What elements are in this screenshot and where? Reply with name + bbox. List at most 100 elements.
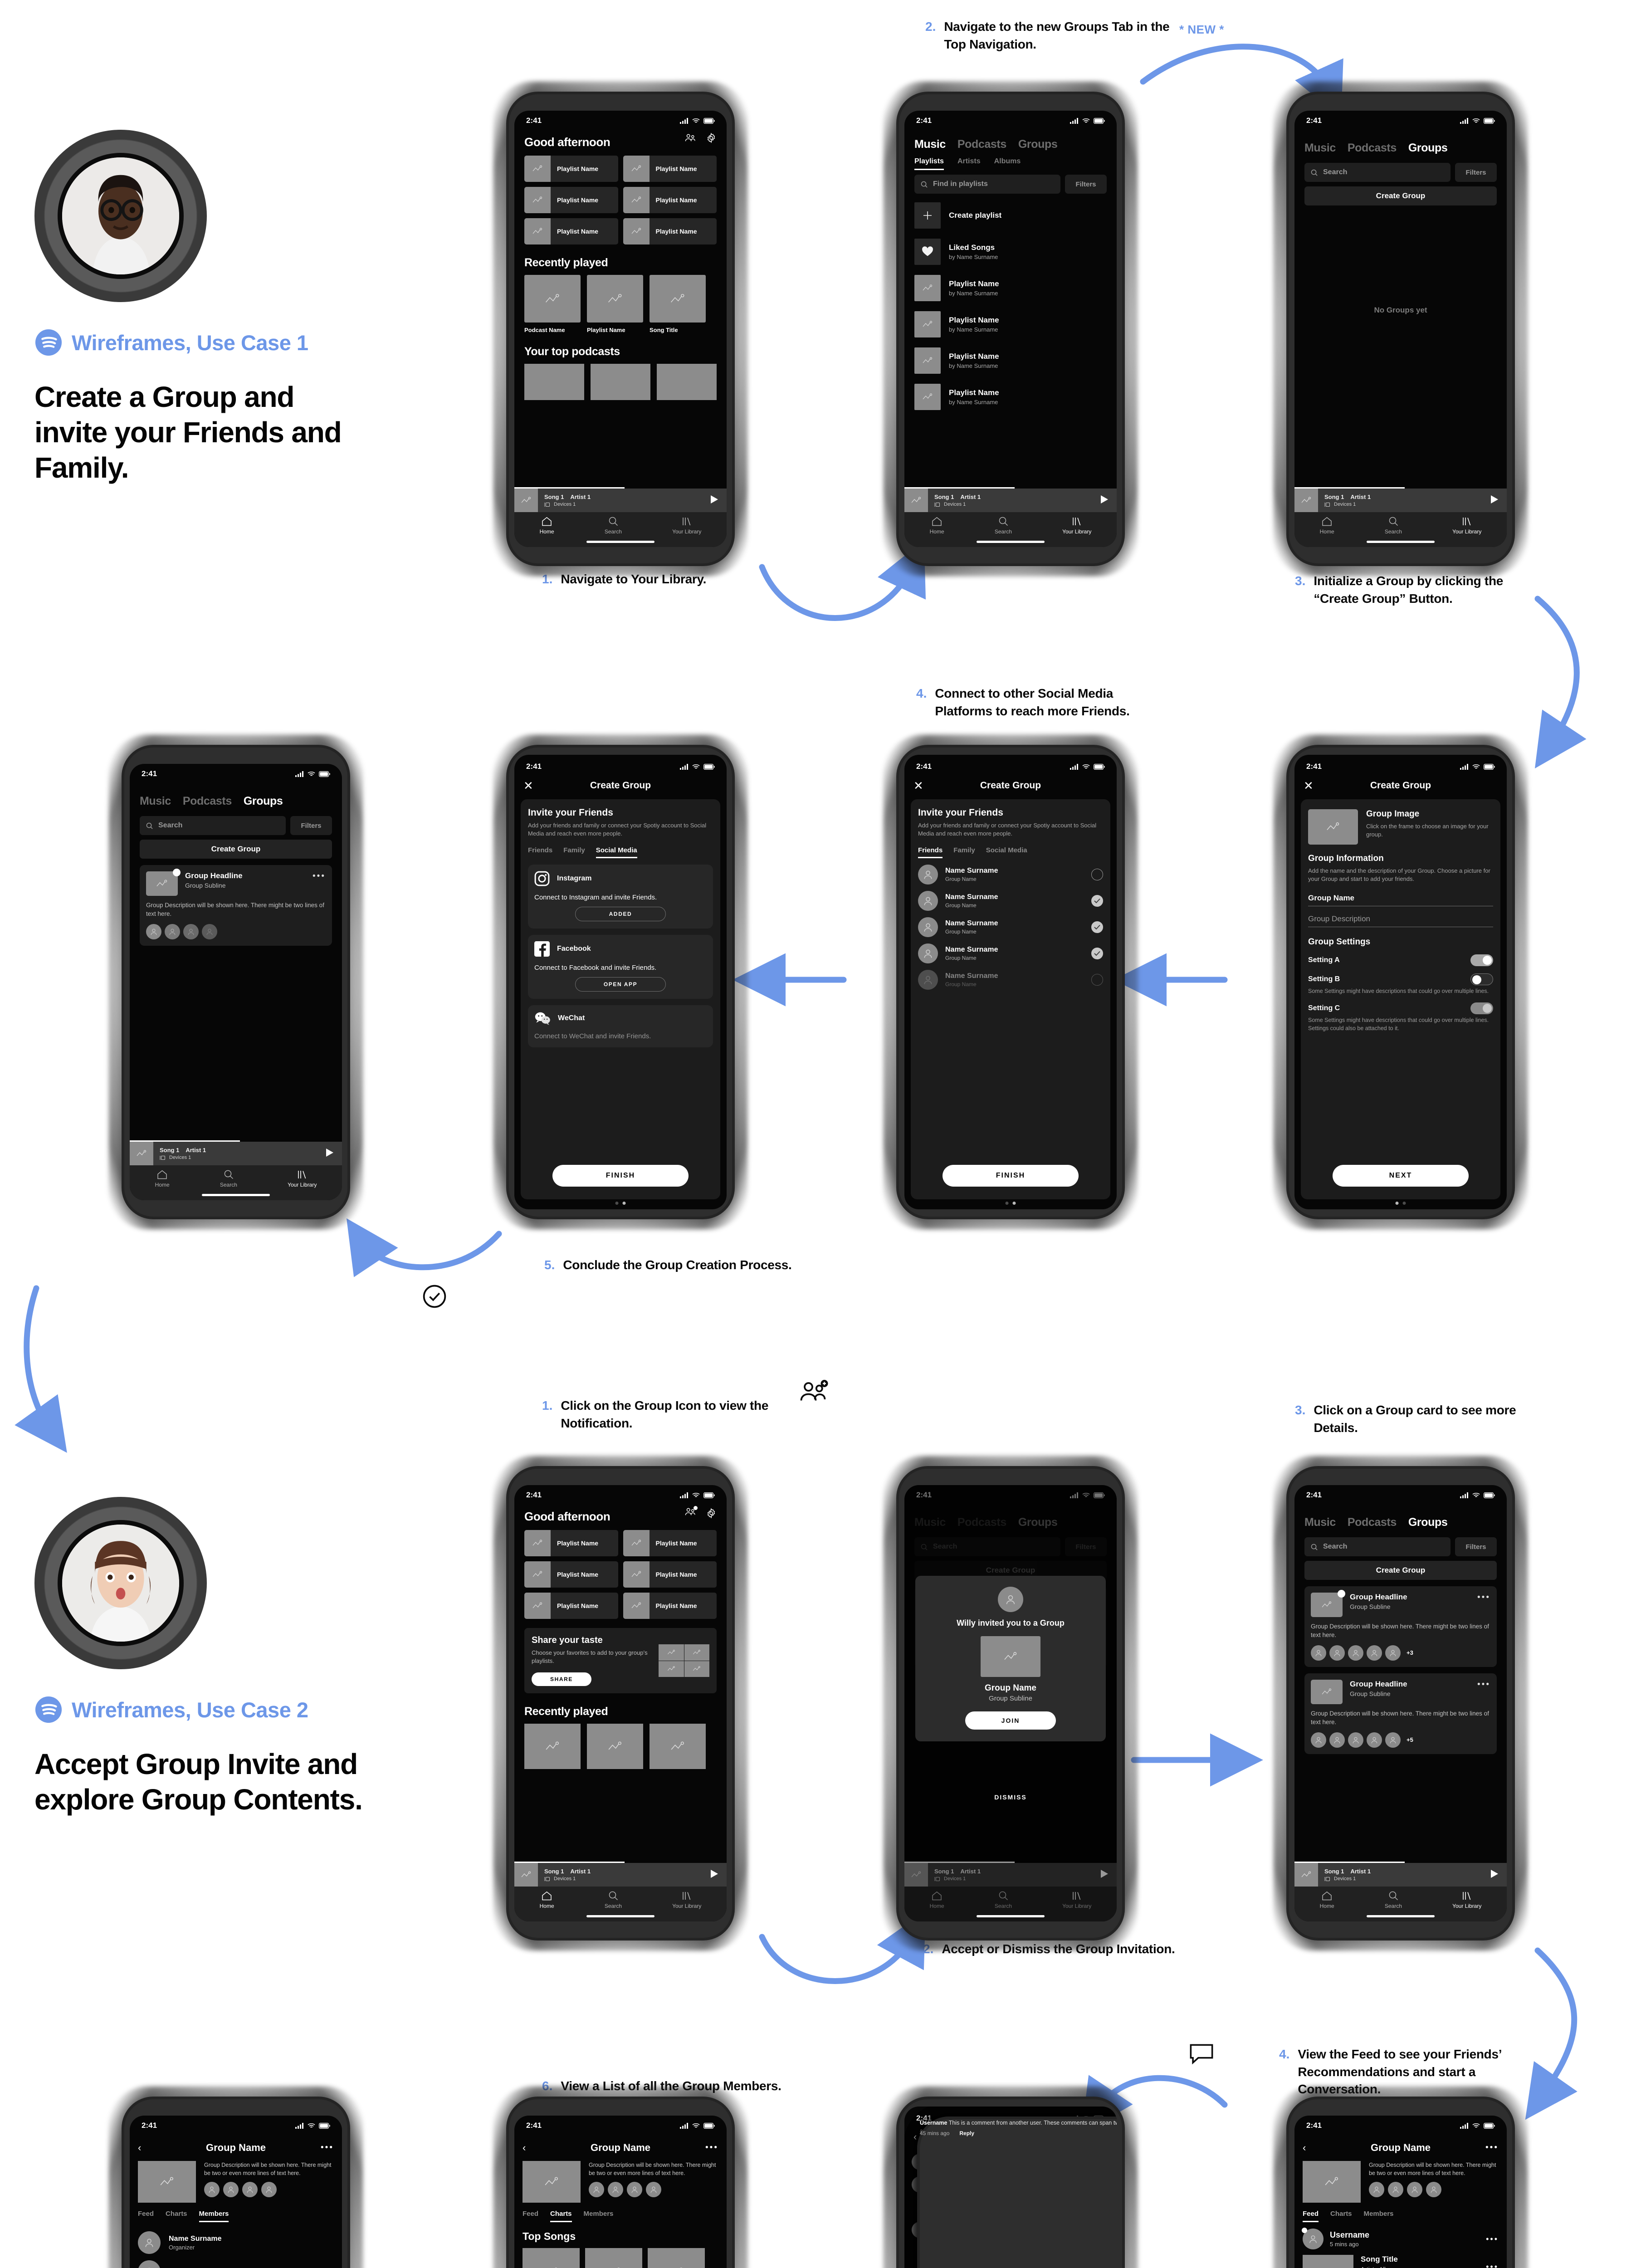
nav-music[interactable]: Music (140, 795, 171, 807)
tab-home[interactable]: Home (930, 1891, 944, 1909)
tab-social-media[interactable]: Social Media (986, 846, 1027, 854)
group-menu-button[interactable]: ••• (313, 871, 326, 881)
tab-home[interactable]: Home (540, 517, 554, 535)
tab-library[interactable]: Your Library (1452, 1891, 1481, 1909)
nav-podcasts[interactable]: Podcasts (1347, 1516, 1397, 1529)
setting-toggle[interactable] (1470, 973, 1493, 985)
group-name-field[interactable]: Group Name (1308, 894, 1493, 906)
tab-charts[interactable]: Charts (1330, 2210, 1352, 2218)
tab-social-media[interactable]: Social Media (596, 846, 637, 858)
setting-toggle[interactable] (1470, 1002, 1493, 1015)
nav-groups[interactable]: Groups (1408, 1516, 1448, 1529)
tab-members[interactable]: Members (1363, 2210, 1394, 2218)
close-icon[interactable]: ✕ (1304, 779, 1314, 792)
tab-library[interactable]: Your Library (288, 1170, 317, 1188)
share-button[interactable]: SHARE (532, 1672, 591, 1686)
search-input[interactable]: Search (1304, 1537, 1451, 1556)
tab-feed[interactable]: Feed (523, 2210, 539, 2218)
search-input[interactable]: Find in playlists (914, 175, 1060, 194)
playlist-tile[interactable]: Playlist Name (623, 156, 717, 182)
nav-groups[interactable]: Groups (1018, 138, 1058, 151)
create-group-button[interactable]: Create Group (1304, 1561, 1497, 1580)
nav-groups[interactable]: Groups (243, 795, 283, 807)
list-item[interactable]: Create playlist (904, 197, 1117, 234)
nav-groups[interactable]: Groups (1408, 142, 1448, 154)
friend-checkbox[interactable] (1091, 868, 1103, 880)
close-icon[interactable]: ✕ (913, 779, 923, 792)
gear-icon[interactable] (706, 132, 717, 143)
tab-members[interactable]: Members (583, 2210, 614, 2218)
group-image-frame[interactable] (1308, 809, 1358, 845)
setting-toggle[interactable] (1470, 954, 1493, 966)
play-button[interactable] (1490, 495, 1507, 506)
tab-search[interactable]: Search (605, 1891, 622, 1909)
chart-card[interactable]: Song TitleArtist Name (523, 2248, 580, 2268)
tab-search[interactable]: Search (1385, 517, 1402, 535)
nav-music[interactable]: Music (1304, 1516, 1336, 1529)
overflow-menu-button[interactable]: ••• (321, 2143, 334, 2152)
tab-members[interactable]: Members (199, 2210, 229, 2222)
overflow-menu-button[interactable]: ••• (1485, 2143, 1499, 2152)
podcast-placeholder[interactable] (657, 364, 717, 400)
nav-podcasts[interactable]: Podcasts (1347, 142, 1397, 154)
back-icon[interactable]: ‹ (1303, 2142, 1306, 2153)
finish-button[interactable]: FINISH (943, 1165, 1079, 1187)
nav-music[interactable]: Music (914, 138, 946, 151)
friend-checkbox[interactable] (1091, 947, 1103, 959)
tab-friends[interactable]: Friends (918, 846, 943, 858)
tab-home[interactable]: Home (1320, 517, 1334, 535)
group-menu-button[interactable]: ••• (1477, 1593, 1490, 1602)
playlist-tile[interactable]: Playlist Name (524, 1530, 618, 1556)
tab-library[interactable]: Your Library (1452, 517, 1481, 535)
friend-checkbox[interactable] (1091, 894, 1103, 907)
close-icon[interactable]: ✕ (523, 779, 533, 792)
play-button[interactable] (1100, 1869, 1117, 1881)
recent-card[interactable]: Song Title (650, 275, 706, 333)
tab-charts[interactable]: Charts (550, 2210, 572, 2222)
tab-feed[interactable]: Feed (138, 2210, 154, 2218)
setting-row[interactable]: Setting B (1308, 973, 1493, 985)
filters-button[interactable]: Filters (290, 816, 332, 835)
nav-music[interactable]: Music (1304, 142, 1336, 154)
playlist-tile[interactable]: Playlist Name (623, 218, 717, 244)
create-group-button[interactable]: Create Group (1304, 186, 1497, 205)
playlist-tile[interactable]: Playlist Name (524, 1561, 618, 1588)
podcast-placeholder[interactable] (524, 364, 584, 400)
overflow-menu-button[interactable]: ••• (705, 2143, 718, 2152)
tab-home[interactable]: Home (1320, 1891, 1334, 1909)
group-card[interactable]: Group Headline Group Subline ••• Group D… (140, 865, 332, 946)
recent-card[interactable]: Podcast Name (524, 275, 581, 333)
recent-card[interactable] (587, 1724, 643, 1769)
filters-button[interactable]: Filters (1455, 163, 1497, 182)
finish-button[interactable]: FINISH (552, 1165, 689, 1187)
playlist-tile[interactable]: Playlist Name (524, 156, 618, 182)
search-input[interactable]: Search (140, 816, 286, 835)
playlist-tile[interactable]: Playlist Name (623, 1561, 717, 1588)
podcast-placeholder[interactable] (591, 364, 650, 400)
setting-row[interactable]: Setting C (1308, 1002, 1493, 1015)
play-button[interactable] (1490, 1869, 1507, 1881)
tab-library[interactable]: Your Library (1062, 1891, 1091, 1909)
subtab-playlists[interactable]: Playlists (914, 157, 944, 170)
friend-checkbox[interactable] (1091, 921, 1103, 933)
reply-button[interactable]: Reply (959, 2130, 975, 2136)
tab-search[interactable]: Search (220, 1170, 237, 1188)
playlist-tile[interactable]: Playlist Name (524, 1593, 618, 1619)
tab-home[interactable]: Home (930, 517, 944, 535)
friends-icon[interactable] (684, 1507, 697, 1517)
play-button[interactable] (710, 1869, 727, 1881)
tab-family[interactable]: Family (563, 846, 585, 854)
chart-card[interactable]: SongArtist (648, 2248, 705, 2268)
